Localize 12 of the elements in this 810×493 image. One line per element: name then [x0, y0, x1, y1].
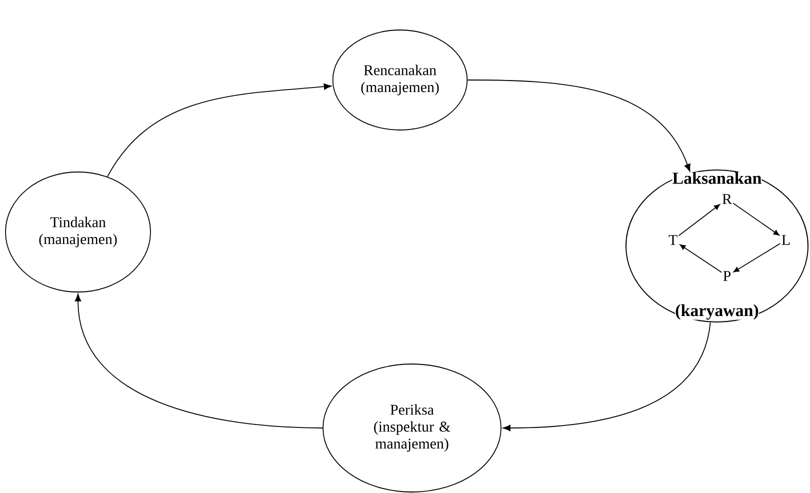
- arrow: [678, 204, 720, 236]
- cycle-letter: T: [668, 235, 678, 245]
- arrow: [732, 202, 780, 236]
- cycle-letter: L: [782, 235, 790, 245]
- arrow: [467, 80, 690, 172]
- arrow: [502, 322, 711, 432]
- arrow: [74, 294, 323, 428]
- cycle-letter: P: [723, 271, 731, 281]
- cycle-letter: R: [722, 194, 732, 204]
- arrow: [680, 244, 722, 273]
- arrow: [106, 83, 332, 178]
- arrow: [733, 243, 781, 272]
